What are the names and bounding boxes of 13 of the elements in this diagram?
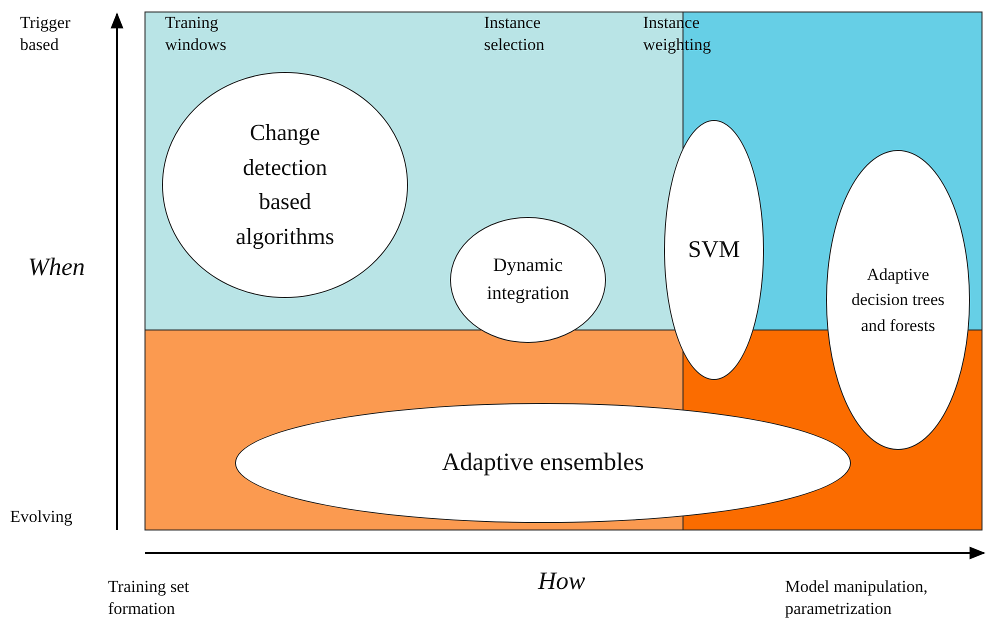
axis-label: Trigger based xyxy=(20,12,72,56)
axis-title: When xyxy=(28,253,85,283)
axis-label: Traning windows xyxy=(165,12,228,56)
node-text: Adaptive ensembles xyxy=(442,448,644,478)
axis-label: Evolving xyxy=(10,506,72,528)
axis-label: Model manipulation, parametrization xyxy=(785,576,929,620)
node-text: SVM xyxy=(688,236,740,265)
axis-title: How xyxy=(538,567,586,597)
node-text: Change detection based algorithms xyxy=(234,119,336,251)
node-text: Adaptive decision trees and forests xyxy=(850,264,946,337)
axis-label: Training set formation xyxy=(108,576,190,620)
node-text: Dynamic integration xyxy=(486,254,570,306)
axis-label: Instance selection xyxy=(484,12,546,56)
